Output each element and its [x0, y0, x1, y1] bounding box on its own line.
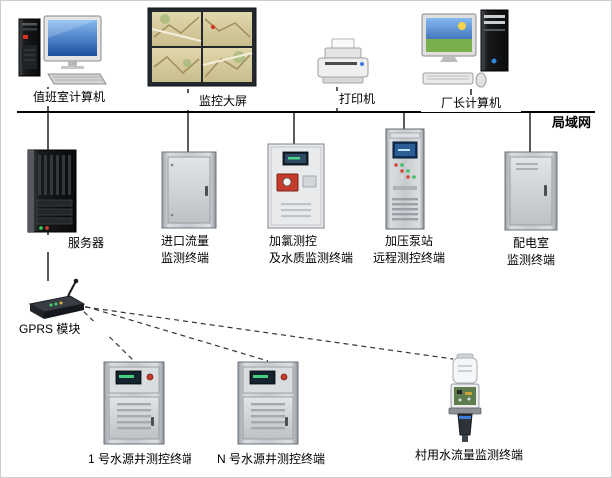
printer-icon	[315, 37, 371, 92]
well-1-cabinet-icon	[103, 361, 165, 450]
monitoring-wall-label: 监控大屏	[183, 93, 263, 110]
pump-station-cabinet-icon	[385, 128, 425, 235]
gprs-module-label: GPRS 模块	[19, 321, 109, 338]
director-computer-icon	[421, 9, 511, 94]
pump-station-label-line1: 加压泵站	[384, 234, 433, 248]
inlet-flow-label-line2: 监测终端	[161, 251, 210, 265]
lan-label: 局域网	[552, 114, 592, 131]
power-room-label-line2: 监测终端	[506, 253, 555, 267]
chlorination-cabinet-icon	[267, 143, 325, 234]
inlet-flow-label-line1: 进口流量	[161, 234, 210, 248]
monitoring-wall-icon	[147, 7, 257, 94]
duty-computer-icon	[17, 13, 109, 92]
server-icon	[21, 148, 83, 239]
power-room-label-line1: 配电室	[512, 236, 549, 250]
power-room-cabinet-icon	[504, 151, 558, 236]
village-flow-label: 村用水流量监测终端	[389, 447, 549, 464]
power-room-label: 配电室 监测终端	[481, 235, 581, 269]
server-label: 服务器	[46, 235, 126, 252]
well-n-label: N 号水源井测控终端	[191, 451, 351, 468]
village-flow-sensor-icon	[443, 353, 487, 448]
printer-label: 打印机	[319, 91, 395, 108]
inlet-flow-label: 进口流量 监测终端	[161, 233, 256, 267]
well-1-label: 1 号水源井测控终端	[61, 451, 221, 468]
chlorination-label-line1: 加氯测控	[269, 234, 318, 248]
chlorination-label-line2: 及水质监测终端	[269, 251, 354, 265]
inlet-flow-cabinet-icon	[161, 151, 217, 234]
duty-computer-label: 值班室计算机	[19, 89, 119, 106]
chlorination-label: 加氯测控 及水质监测终端	[269, 233, 364, 267]
well-n-cabinet-icon	[237, 361, 299, 450]
pump-station-label-line2: 远程测控终端	[372, 251, 445, 265]
gprs-module-icon	[25, 277, 89, 328]
director-computer-label: 厂长计算机	[421, 95, 521, 112]
pump-station-label: 加压泵站 远程测控终端	[359, 233, 459, 267]
